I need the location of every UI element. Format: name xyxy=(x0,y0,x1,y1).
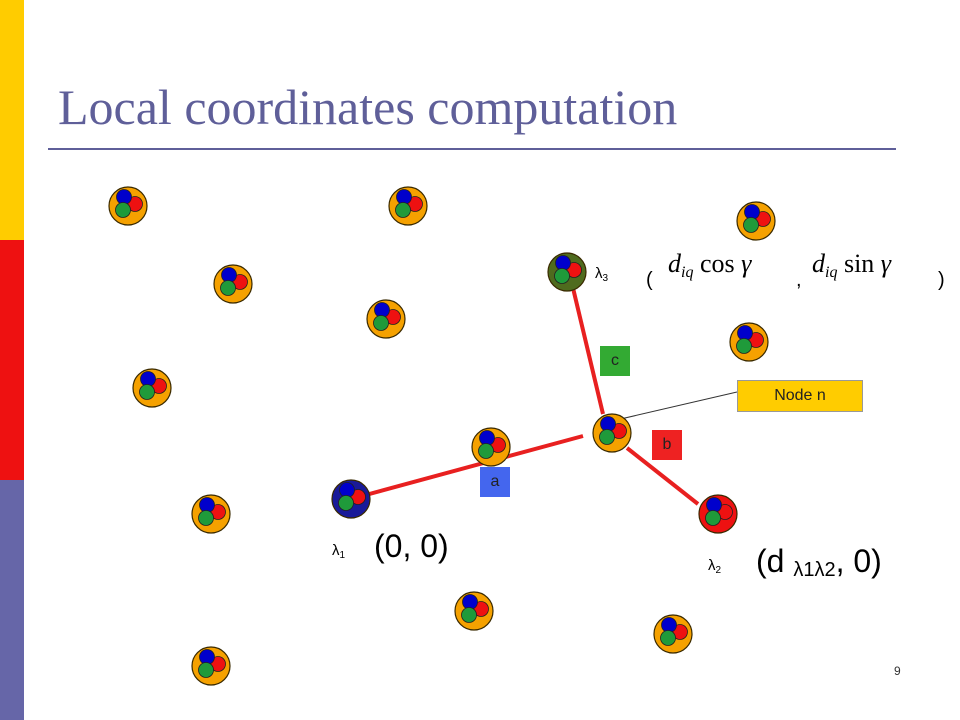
slide-title: Local coordinates computation xyxy=(58,79,678,135)
lambda2-label: λ2 xyxy=(708,557,722,576)
lambda3-label: λ3 xyxy=(595,265,609,284)
anchor-node-1 xyxy=(331,479,371,519)
sensor-node xyxy=(388,186,428,226)
anchor-node-2 xyxy=(698,494,738,534)
accent-bar-blue xyxy=(0,480,24,720)
title-underline xyxy=(48,148,896,150)
sensor-node xyxy=(592,413,632,453)
anchor-node-3 xyxy=(547,252,587,292)
edge-label-c: c xyxy=(600,346,630,376)
sensor-node xyxy=(108,186,148,226)
nodes xyxy=(108,186,776,686)
lambda2-coordinate: (d λ1λ2, 0) xyxy=(756,543,882,581)
accent-bar-red xyxy=(0,240,24,480)
callout-leader xyxy=(611,391,738,422)
edge-label-a: a xyxy=(480,467,510,497)
sensor-node xyxy=(366,299,406,339)
edge-c xyxy=(571,287,605,415)
sensor-node xyxy=(132,368,172,408)
sensor-node xyxy=(471,427,511,467)
node-n-callout: Node n xyxy=(737,380,863,412)
sensor-node xyxy=(653,614,693,654)
sensor-node xyxy=(736,201,776,241)
formula-cos: diq cos γ xyxy=(668,249,752,281)
sensor-node xyxy=(729,322,769,362)
lambda3-paren-close: ) xyxy=(938,269,945,291)
lambda3-comma: , xyxy=(796,269,802,291)
edge-b xyxy=(625,446,700,506)
formula-sin: diq sin γ xyxy=(812,249,892,281)
lambda1-coordinate: (0, 0) xyxy=(374,528,449,564)
accent-bar-yellow xyxy=(0,0,24,240)
sensor-node xyxy=(213,264,253,304)
sensor-node xyxy=(454,591,494,631)
edges xyxy=(361,287,738,506)
page-number: 9 xyxy=(894,664,901,678)
edge-label-b: b xyxy=(652,430,682,460)
lambda1-label: λ1 xyxy=(332,542,346,561)
sensor-node xyxy=(191,494,231,534)
sensor-node xyxy=(191,646,231,686)
lambda3-paren-open: ( xyxy=(646,269,653,291)
edge-a xyxy=(361,434,584,498)
